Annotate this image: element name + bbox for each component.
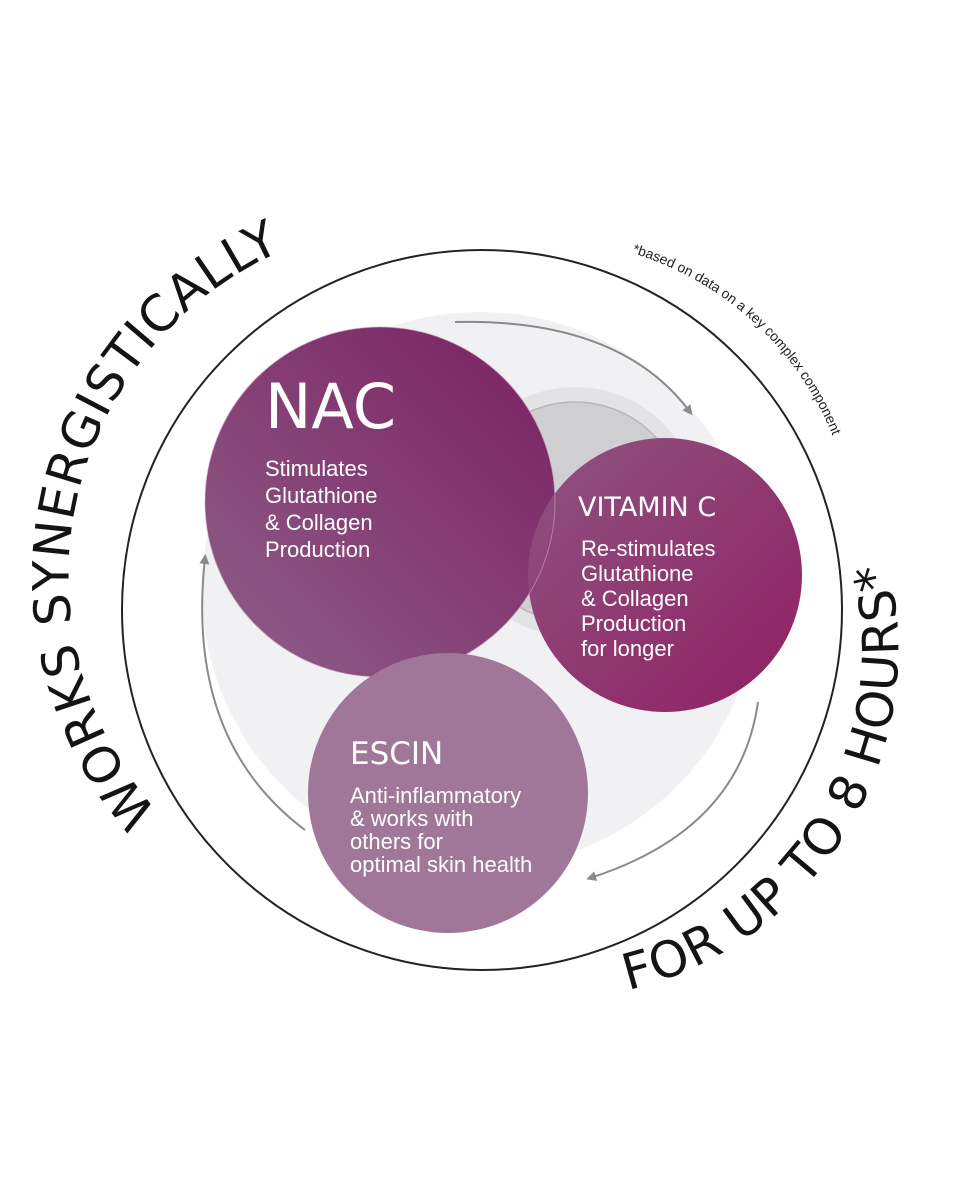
escin-circle — [308, 653, 588, 933]
outer-ring — [121, 249, 843, 971]
escin-line: Anti-inflammatory — [350, 783, 521, 808]
vitamin-c-line: Re-stimulates — [581, 536, 715, 561]
node-nac: NAC Stimulates Glutathione & Collagen Pr… — [205, 327, 555, 677]
vitamin-c-title: VITAMIN C — [578, 492, 716, 523]
nac-circle — [205, 327, 555, 677]
escin-line: & works with — [350, 806, 473, 831]
vitamin-c-body: Re-stimulates Glutathione & Collagen Pro… — [581, 536, 722, 661]
node-vitamin-c: VITAMIN C Re-stimulates Glutathione & Co… — [204, 326, 802, 712]
escin-body: Anti-inflammatory & works with others fo… — [350, 783, 532, 877]
escin-title: ESCIN — [350, 736, 443, 772]
nac-title: NAC — [265, 370, 396, 443]
vitamin-c-circle — [528, 438, 802, 712]
vitamin-c-line: for longer — [581, 636, 674, 661]
escin-line: others for — [350, 829, 443, 854]
node-escin: ESCIN Anti-inflammatory & works with oth… — [308, 653, 588, 933]
nac-line: Glutathione — [265, 483, 378, 508]
nac-line: Production — [265, 537, 370, 562]
arrow-nac-to-vitamin-c — [454, 320, 693, 416]
nac-line: Stimulates — [265, 456, 368, 481]
nac-line: & Collagen — [265, 510, 373, 535]
arrow-escin-to-nac — [199, 554, 306, 831]
vitamin-c-line: Production — [581, 611, 686, 636]
escin-line: optimal skin health — [350, 852, 532, 877]
arrow-vitamin-c-to-escin — [586, 701, 759, 881]
vitamin-c-line: Glutathione — [581, 561, 694, 586]
nac-body: Stimulates Glutathione & Collagen Produc… — [265, 456, 384, 562]
vitamin-c-line: & Collagen — [581, 586, 689, 611]
